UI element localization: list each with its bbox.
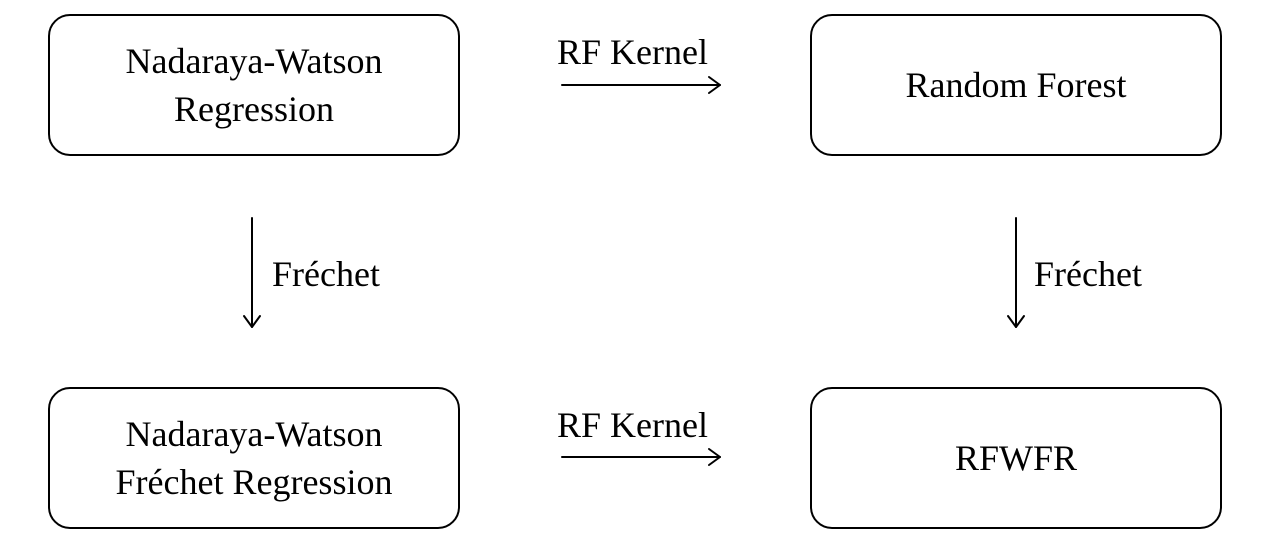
- node-label-line: Nadaraya-Watson: [125, 41, 383, 81]
- edge-label-top: RF Kernel: [557, 32, 708, 72]
- node-nadaraya-watson-frechet-regression: Nadaraya-Watson Fréchet Regression: [48, 387, 460, 529]
- arrow-bottom-horizontal: [561, 448, 721, 466]
- node-rfwfr: RFWFR: [810, 387, 1222, 529]
- edge-label-left: Fréchet: [272, 254, 380, 294]
- node-random-forest: Random Forest: [810, 14, 1222, 156]
- edge-label-right: Fréchet: [1034, 254, 1142, 294]
- node-label-line: RFWFR: [954, 438, 1078, 478]
- node-label-line: Random Forest: [905, 65, 1127, 105]
- node-label-line: Fréchet Regression: [115, 462, 393, 502]
- arrow-left-vertical: [243, 217, 261, 328]
- arrow-top-horizontal: [561, 76, 721, 94]
- edge-label-bottom: RF Kernel: [557, 405, 708, 445]
- node-label-line: Nadaraya-Watson: [125, 414, 383, 454]
- node-label-line: Regression: [174, 89, 334, 129]
- arrow-right-vertical: [1007, 217, 1025, 328]
- node-nadaraya-watson-regression: Nadaraya-Watson Regression: [48, 14, 460, 156]
